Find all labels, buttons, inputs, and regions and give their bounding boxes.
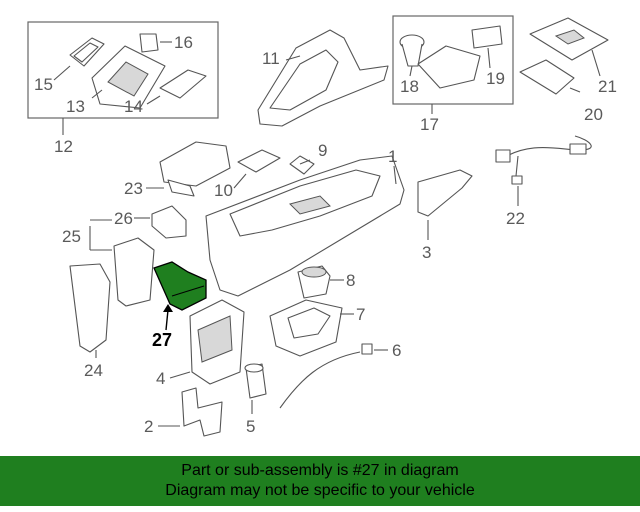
part-11-console-trim[interactable]	[257, 29, 389, 127]
group-box-12	[27, 21, 219, 135]
part-16-switch[interactable]	[139, 33, 172, 53]
part-27-highlighted[interactable]	[153, 261, 207, 331]
part-15-switch[interactable]	[69, 37, 105, 67]
parts-diagram: 1 2 3 4 5 6 7 8 9 10 11 12 13 14 15 16 1…	[27, 15, 617, 437]
callout-25: 25	[62, 227, 81, 246]
callout-3: 3	[422, 243, 431, 262]
callout-2: 2	[144, 417, 153, 436]
part-5-socket[interactable]	[244, 363, 267, 399]
callout-8: 8	[346, 271, 355, 290]
part-6-cable[interactable]	[279, 343, 373, 409]
callout-17: 17	[420, 115, 439, 134]
callouts: 1 2 3 4 5 6 7 8 9 10 11 12 13 14 15 16 1…	[34, 33, 617, 436]
callout-12: 12	[54, 137, 73, 156]
part-7-storage-bin[interactable]	[269, 299, 343, 357]
callout-13: 13	[66, 97, 85, 116]
callout-16: 16	[174, 33, 193, 52]
part-18-socket[interactable]	[399, 34, 425, 67]
part-9-clip[interactable]	[289, 155, 315, 175]
callout-4: 4	[156, 369, 165, 388]
callout-20: 20	[584, 105, 603, 124]
part-24-cover[interactable]	[69, 263, 111, 353]
part-20-pad[interactable]	[519, 59, 581, 95]
callout-1: 1	[388, 147, 397, 166]
bracket-25	[89, 219, 112, 251]
callout-26: 26	[114, 209, 133, 228]
part-21-mat[interactable]	[529, 17, 609, 61]
callout-21: 21	[598, 77, 617, 96]
part-2-mount-bracket[interactable]	[181, 387, 223, 437]
callout-24: 24	[84, 361, 103, 380]
group-box-17	[392, 15, 514, 114]
callout-7: 7	[356, 305, 365, 324]
part-8-cup-holder[interactable]	[297, 265, 331, 299]
part-3-side-panel[interactable]	[417, 169, 473, 217]
callout-10: 10	[214, 181, 233, 200]
callout-18: 18	[400, 77, 419, 96]
part-23-armrest[interactable]	[159, 141, 231, 197]
callout-22: 22	[506, 209, 525, 228]
callout-6: 6	[392, 341, 401, 360]
part-14-switch[interactable]	[146, 69, 207, 105]
callout-23: 23	[124, 179, 143, 198]
part-25-panel[interactable]	[113, 237, 155, 307]
callout-15: 15	[34, 75, 53, 94]
callout-19: 19	[486, 69, 505, 88]
callout-9: 9	[318, 141, 327, 160]
info-banner-line1: Part or sub-assembly is #27 in diagram	[181, 462, 459, 479]
part-1-console[interactable]	[205, 155, 405, 297]
part-26-vent[interactable]	[151, 205, 187, 239]
part-19-tray[interactable]	[417, 25, 503, 89]
callout-11: 11	[262, 49, 280, 68]
callout-5: 5	[246, 417, 255, 436]
part-4-bracket[interactable]	[189, 299, 245, 385]
part-22-harness[interactable]	[495, 135, 592, 185]
callout-27: 27	[152, 330, 172, 350]
part-13-shift-bezel[interactable]	[91, 45, 166, 109]
part-10-pad[interactable]	[237, 149, 281, 173]
callout-14: 14	[124, 97, 143, 116]
info-banner-line2: Diagram may not be specific to your vehi…	[165, 482, 475, 499]
info-banner: Part or sub-assembly is #27 in diagram D…	[0, 456, 640, 506]
